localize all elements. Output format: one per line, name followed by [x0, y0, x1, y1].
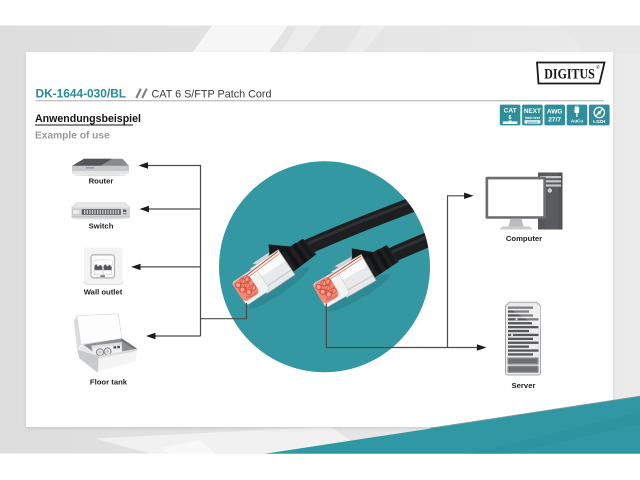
svg-text:DIGITUS: DIGITUS	[544, 66, 595, 82]
svg-text:DK-1644-030/BL: DK-1644-030/BL	[36, 86, 127, 100]
svg-text:Computer: Computer	[506, 234, 542, 243]
svg-text:AWG: AWG	[547, 109, 563, 116]
svg-text:LSZH: LSZH	[593, 119, 606, 124]
svg-text:Floor tank: Floor tank	[90, 377, 128, 386]
svg-text:Example of use: Example of use	[35, 130, 110, 141]
svg-text:Wall outlet: Wall outlet	[84, 287, 123, 296]
svg-text:Server: Server	[512, 381, 536, 390]
svg-text:Anwendungsbeispiel: Anwendungsbeispiel	[35, 113, 141, 125]
svg-text:Router: Router	[89, 176, 114, 185]
svg-text:AuCu: AuCu	[571, 119, 583, 124]
svg-text:NEXT: NEXT	[524, 108, 541, 115]
svg-text:CAT: CAT	[504, 108, 517, 115]
svg-text:passed: passed	[527, 120, 538, 124]
svg-text:27/7: 27/7	[548, 117, 561, 124]
svg-text:CAT 6 S/FTP Patch Cord: CAT 6 S/FTP Patch Cord	[152, 88, 272, 100]
svg-text:Switch: Switch	[89, 222, 114, 231]
svg-text:limit test: limit test	[525, 116, 541, 120]
svg-text:6: 6	[509, 115, 512, 121]
svg-text:®: ®	[596, 64, 600, 71]
